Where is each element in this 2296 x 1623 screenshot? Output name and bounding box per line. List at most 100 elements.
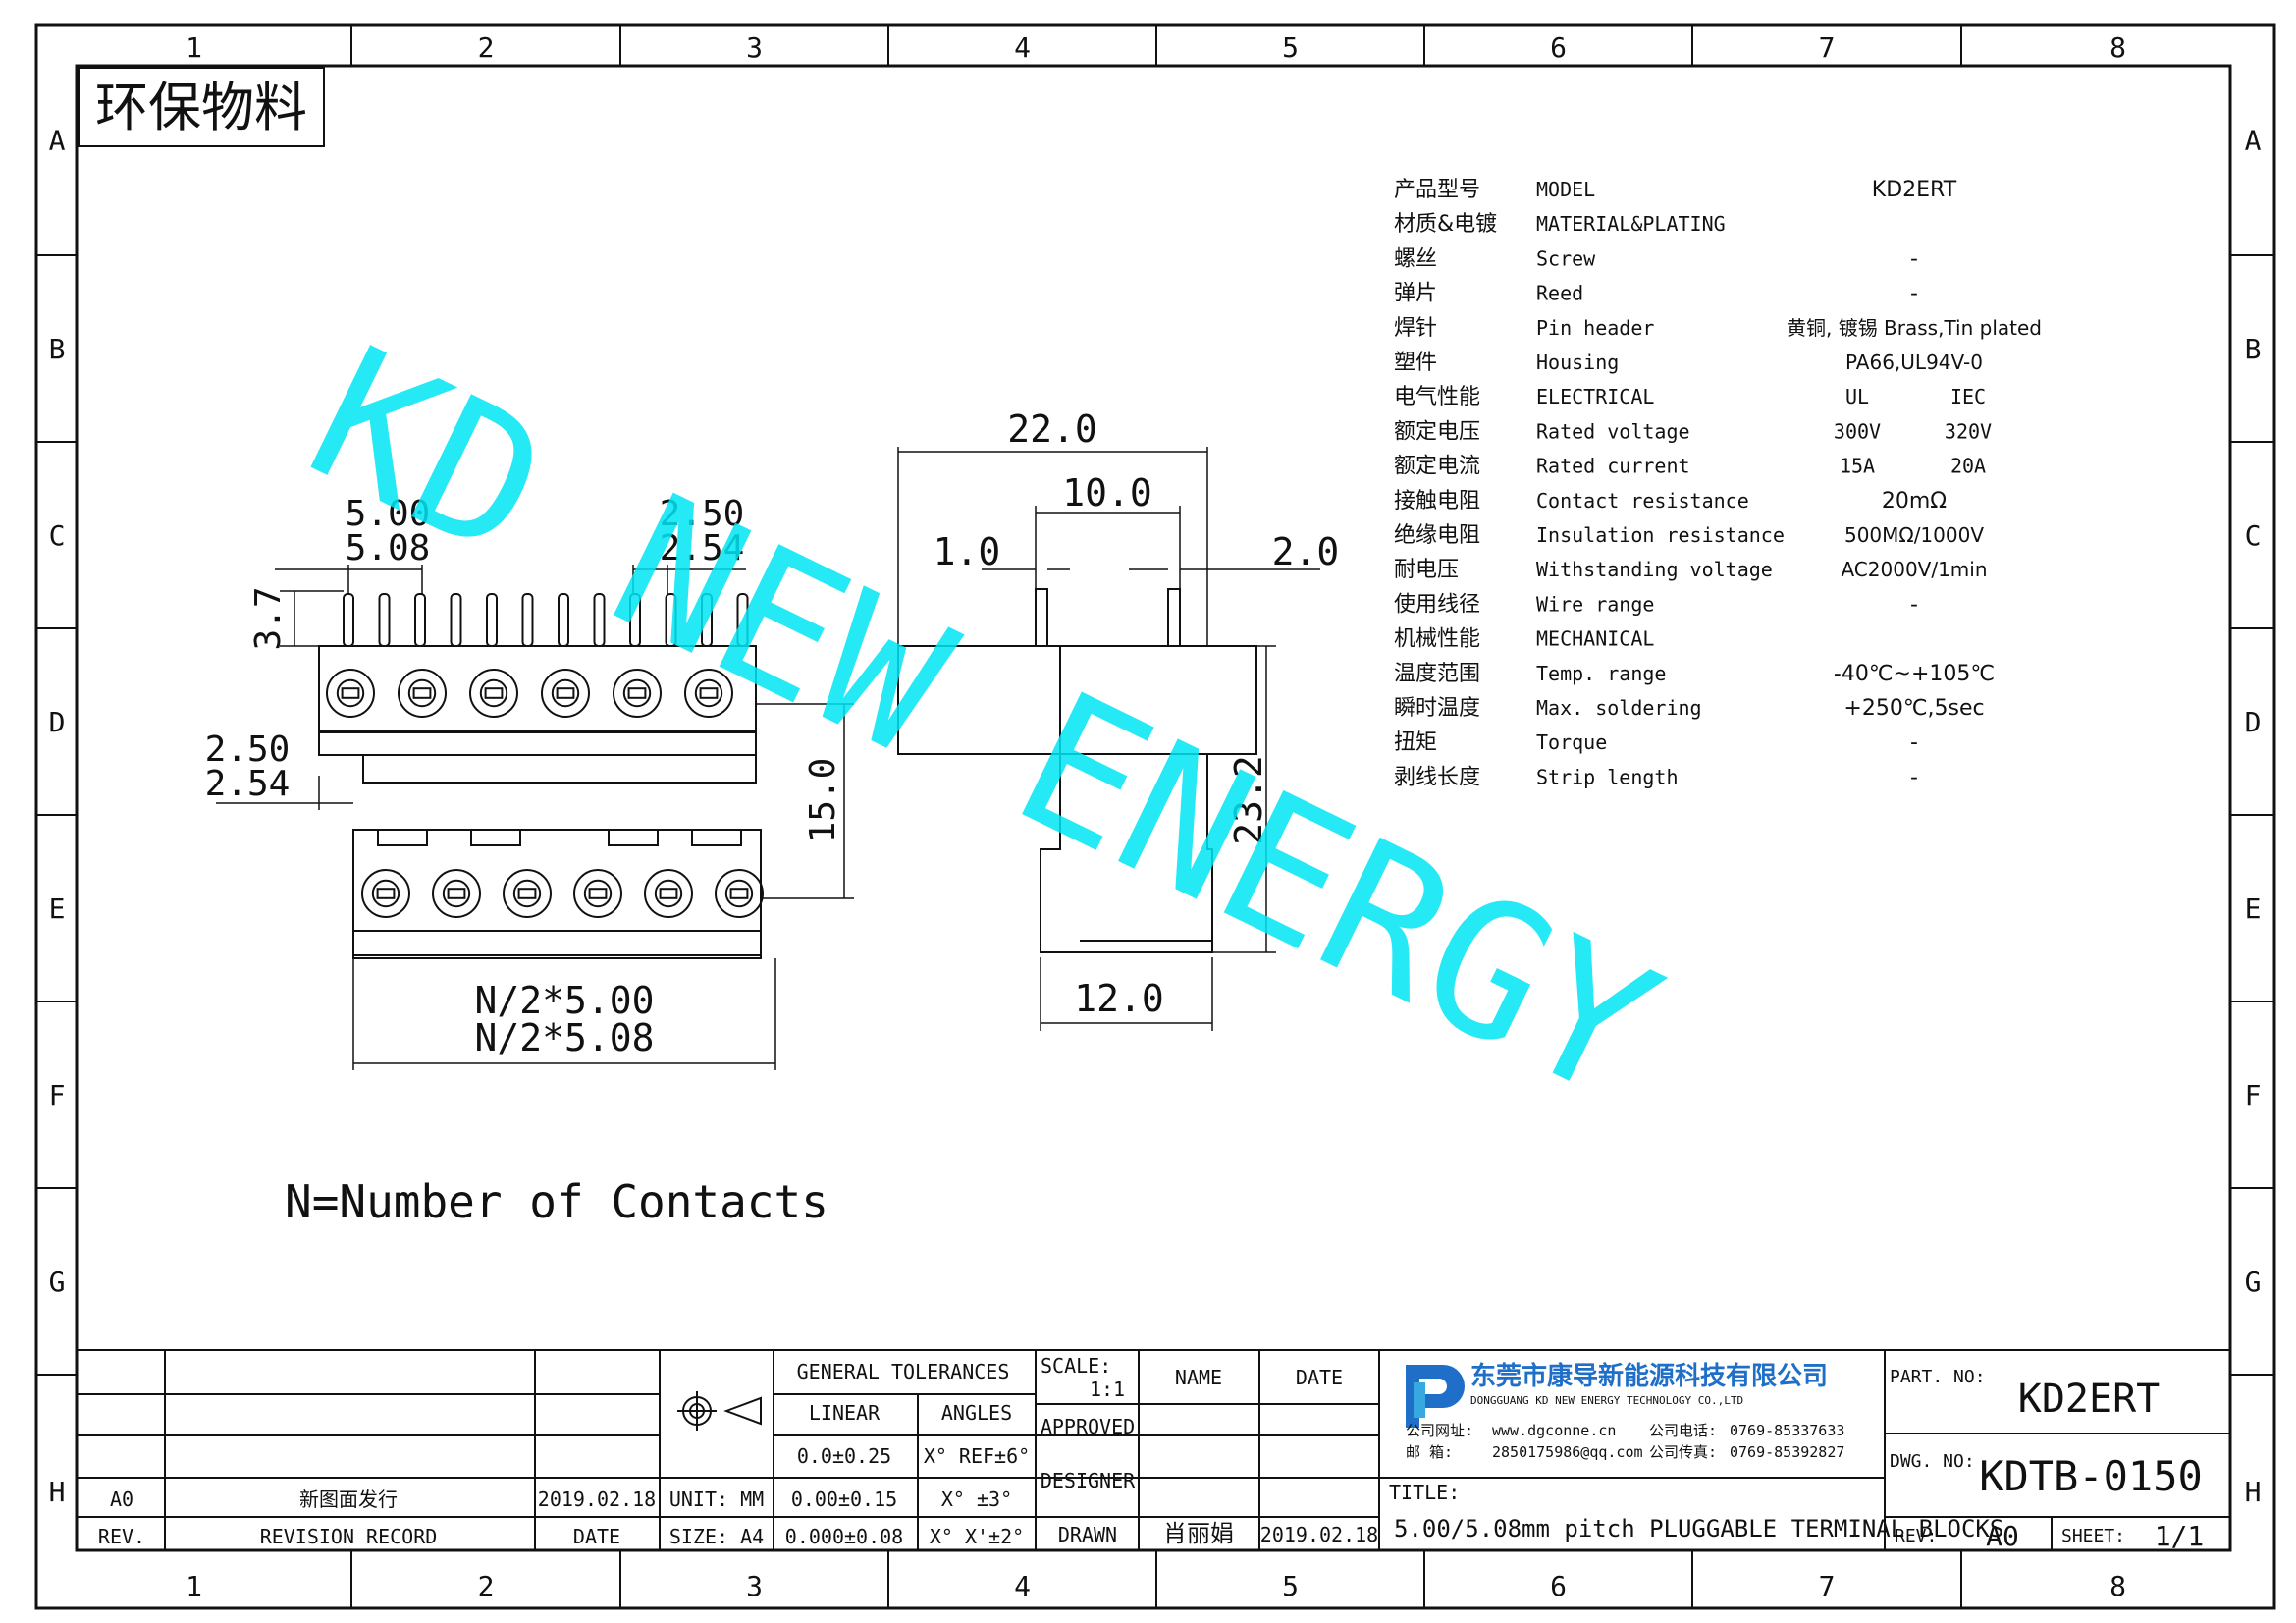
- fax-label: 公司传真:: [1649, 1443, 1717, 1461]
- screw-slot: [622, 678, 652, 708]
- pin: [378, 593, 391, 647]
- rev-date: 2019.02.18: [538, 1488, 656, 1511]
- dim-side-12: 12.0: [1074, 977, 1164, 1020]
- dim-side-232: 23.2: [1227, 755, 1270, 845]
- dim-side-10: 10.0: [1062, 471, 1152, 514]
- column-label-top: 3: [746, 31, 763, 64]
- scale-label: SCALE:: [1041, 1354, 1111, 1378]
- spec-value: 20mΩ: [1882, 489, 1947, 514]
- spec-value: -40℃~+105℃: [1834, 662, 1995, 686]
- spec-value: -: [1910, 246, 1918, 271]
- spec-label-en: Temp. range: [1536, 662, 1666, 685]
- eco-label-box: [78, 67, 325, 147]
- spec-label-en: Torque: [1536, 730, 1607, 754]
- column-label-bottom: 3: [746, 1570, 763, 1602]
- row-label-right: D: [2245, 706, 2262, 738]
- spec-value-1: 15A: [1840, 455, 1875, 478]
- rev-label-2: REV:: [1895, 1526, 1937, 1546]
- spec-label-cn: 产品型号: [1394, 178, 1480, 202]
- spec-label-en: Strip length: [1536, 765, 1679, 788]
- dim-pitch-500: 5.00: [346, 494, 431, 534]
- column-label-bottom: 8: [2109, 1570, 2126, 1602]
- tol-linear-1: 0.0±0.25: [797, 1444, 891, 1468]
- spec-label-en: Housing: [1536, 351, 1619, 374]
- spec-label-cn: 额定电压: [1394, 419, 1480, 444]
- web-label: 公司网址:: [1406, 1422, 1473, 1439]
- part-number: KD2ERT: [2018, 1377, 2161, 1422]
- zone-dividers: [36, 25, 2274, 1608]
- angles-label: ANGLES: [941, 1401, 1012, 1425]
- spec-label-cn: 额定电流: [1394, 455, 1480, 479]
- spec-label-en: Rated current: [1536, 455, 1690, 478]
- screw-slot: [371, 879, 400, 908]
- row-label-right: E: [2245, 893, 2262, 925]
- spec-label-en: MODEL: [1536, 178, 1595, 201]
- drawn-date: 2019.02.18: [1260, 1523, 1378, 1546]
- date-label: DATE: [573, 1525, 620, 1548]
- approved-label: APPROVED: [1041, 1415, 1135, 1438]
- pin: [450, 593, 462, 647]
- general-tolerances: GENERAL TOLERANCES: [797, 1360, 1010, 1383]
- company-fax: 0769-85392827: [1730, 1443, 1844, 1461]
- column-label-top: 7: [1819, 31, 1836, 64]
- spec-label-en: Wire range: [1536, 592, 1654, 616]
- column-label-bottom: 7: [1819, 1570, 1836, 1602]
- spec-label-cn: 焊针: [1394, 316, 1437, 341]
- spec-value: -: [1910, 730, 1918, 755]
- spec-label-cn: 绝缘电阻: [1394, 523, 1480, 548]
- spec-value: 500MΩ/1000V: [1844, 523, 1984, 547]
- front-dimensions: [216, 565, 854, 1070]
- spec-label-en: Screw: [1536, 246, 1596, 270]
- spec-label-cn: 接触电阻: [1394, 489, 1480, 514]
- spec-value-2: 20A: [1950, 455, 1986, 478]
- spec-label-en: Pin header: [1536, 316, 1654, 340]
- drawn-name: 肖丽娟: [1163, 1520, 1234, 1547]
- mail-label: 邮 箱:: [1406, 1443, 1453, 1461]
- part-no-label: PART. NO:: [1890, 1367, 1986, 1387]
- column-label-top: 2: [478, 31, 495, 64]
- spec-value: -: [1910, 765, 1918, 789]
- row-label-right: F: [2245, 1079, 2262, 1111]
- tel-label: 公司电话:: [1649, 1422, 1717, 1439]
- rev-description: 新图面发行: [299, 1488, 398, 1511]
- screw-slot: [583, 879, 613, 908]
- column-label-top: 5: [1282, 31, 1299, 64]
- upper-ridge: [318, 730, 757, 756]
- screw-head: [361, 869, 410, 918]
- screw-slot: [724, 879, 754, 908]
- dim-side-1: 1.0: [934, 530, 1001, 573]
- spec-label-en: Withstanding voltage: [1536, 558, 1773, 581]
- screw-slot: [551, 678, 580, 708]
- tol-angle-3: X° X'±2°: [930, 1525, 1024, 1548]
- projection-symbol-icon: [677, 1391, 762, 1431]
- screw-head: [715, 869, 764, 918]
- lower-ridge: [352, 930, 762, 959]
- sheet-number: 1/1: [2155, 1520, 2205, 1552]
- screw-slot: [407, 678, 437, 708]
- screw-slot: [654, 879, 683, 908]
- screw-head: [432, 869, 481, 918]
- side-dimensions: [897, 447, 1320, 1031]
- company-website: www.dgconne.cn: [1492, 1422, 1616, 1439]
- row-label-left: A: [49, 125, 66, 157]
- screw-head: [469, 669, 518, 718]
- column-label-bottom: 2: [478, 1570, 495, 1602]
- title-block-grid: [77, 1349, 2230, 1550]
- spec-value: -: [1910, 282, 1918, 306]
- unit: UNIT: MM: [669, 1488, 764, 1511]
- tol-angle-1: X° REF±6°: [924, 1444, 1030, 1468]
- row-label-left: F: [49, 1079, 66, 1111]
- screw-slot: [336, 678, 365, 708]
- screw-head: [326, 669, 375, 718]
- spec-value: PA66,UL94V-0: [1845, 351, 1983, 374]
- row-label-right: H: [2245, 1476, 2262, 1508]
- row-label-left: B: [49, 333, 66, 365]
- spec-label-cn: 耐电压: [1394, 558, 1459, 582]
- revision-record-label: REVISION RECORD: [260, 1525, 438, 1548]
- size: SIZE: A4: [669, 1525, 764, 1548]
- spec-label-cn: 机械性能: [1394, 627, 1480, 652]
- spec-label-en: MECHANICAL: [1536, 627, 1654, 651]
- company-name-cn: 东莞市康导新能源科技有限公司: [1470, 1361, 1828, 1391]
- dim-total-508: N/2*5.08: [474, 1016, 654, 1059]
- spec-label-cn: 电气性能: [1394, 385, 1480, 409]
